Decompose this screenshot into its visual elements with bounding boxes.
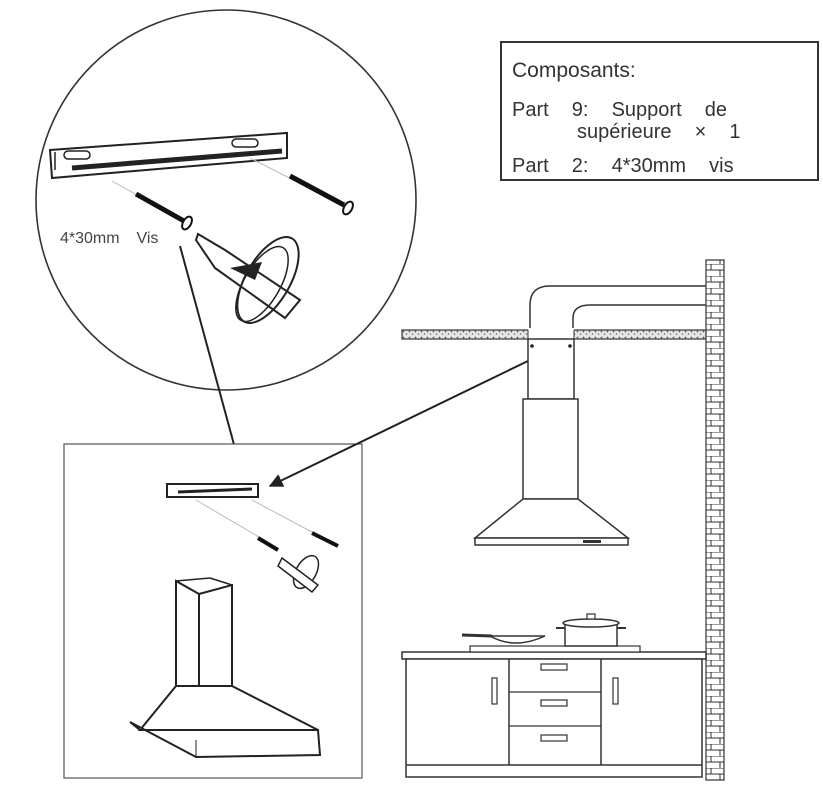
duct bbox=[529, 285, 712, 330]
bracket-detail bbox=[48, 131, 288, 180]
screwdriver-detail bbox=[194, 232, 302, 324]
screw-size-label: 4*30mm Vis bbox=[60, 230, 159, 247]
screw-left bbox=[111, 180, 193, 231]
hood-assembly-box bbox=[63, 443, 363, 779]
installed-hood bbox=[472, 338, 631, 546]
components-title: Composants: bbox=[512, 59, 636, 82]
components-box: Composants: Part 9: Support de supérieur… bbox=[500, 41, 819, 181]
part9-line1: Part 9: Support de bbox=[512, 99, 727, 121]
brick-wall bbox=[705, 259, 725, 781]
screw-right bbox=[249, 157, 354, 216]
part9-line2: supérieure × 1 bbox=[577, 121, 741, 143]
part2-line: Part 2: 4*30mm vis bbox=[512, 155, 734, 177]
arrow-circle-to-bracket bbox=[179, 245, 246, 476]
kitchen-counter bbox=[401, 613, 707, 778]
detail-circle bbox=[35, 9, 417, 391]
arrow-wall-to-bracket bbox=[268, 359, 531, 487]
